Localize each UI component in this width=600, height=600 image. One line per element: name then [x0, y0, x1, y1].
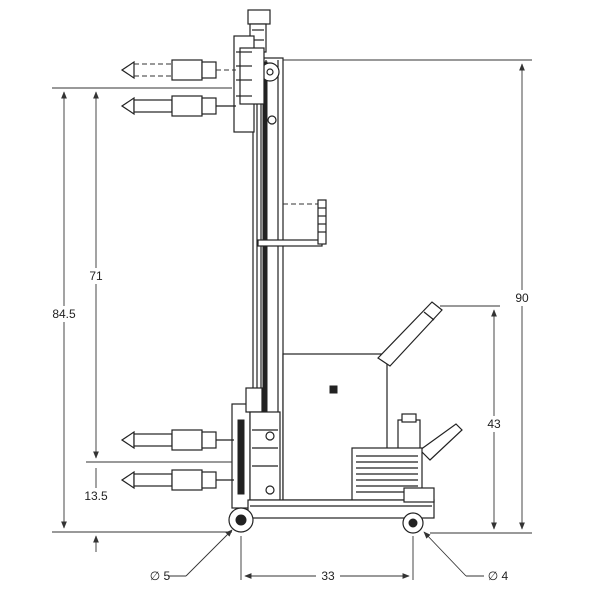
base-frame: [247, 487, 435, 519]
front-wheel: [228, 507, 254, 533]
dim-overall-height: 90: [515, 291, 529, 305]
dim-max-fork-height: 84.5: [52, 307, 76, 321]
dim-wheelbase: 33: [321, 569, 335, 583]
mast-crossbar: [257, 199, 327, 247]
dim-lift-range: 71: [89, 269, 103, 283]
battery-vents: [356, 455, 418, 493]
dim-min-fork-height: 13.5: [84, 489, 108, 503]
fork-carriage-lowered: [120, 387, 281, 509]
dim-handle-height: 43: [487, 417, 501, 431]
dim-front-wheel-dia: ∅ 5: [150, 569, 171, 583]
chassis-body: [282, 301, 463, 501]
extension-lines: [52, 59, 532, 580]
fork-carriage-raised: [120, 35, 265, 133]
dim-rear-wheel-dia: ∅ 4: [488, 569, 509, 583]
rear-wheel: [402, 512, 424, 534]
